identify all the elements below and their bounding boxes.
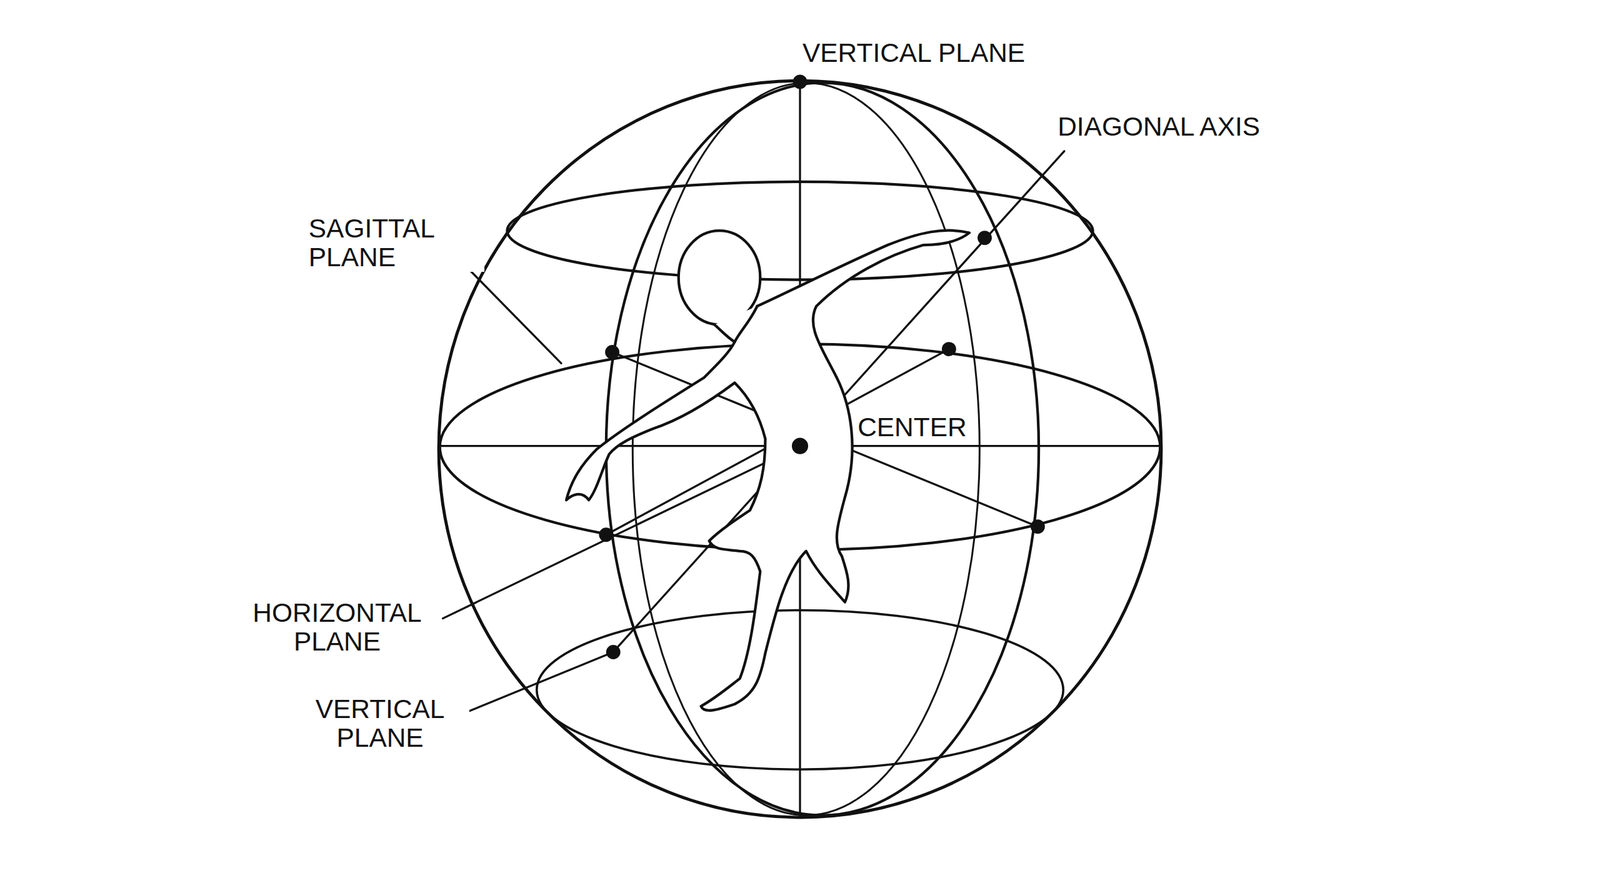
vertical-ring-inner: [632, 82, 980, 815]
plane-label: VERTICAL PLANE: [800, 38, 1028, 68]
plane-label: HORIZONTAL PLANE: [232, 598, 442, 657]
dancer-figure: [566, 230, 970, 711]
plane-label: CENTER: [855, 413, 969, 442]
plane-label: VERTICAL PLANE: [290, 695, 470, 753]
plane-label: DIAGONAL AXIS: [1055, 112, 1263, 142]
marker-dots: [598, 74, 1045, 660]
sphere-outline: [438, 80, 1162, 818]
leader-line: [461, 651, 614, 715]
plane-label: SAGITTAL PLANE: [306, 214, 485, 272]
